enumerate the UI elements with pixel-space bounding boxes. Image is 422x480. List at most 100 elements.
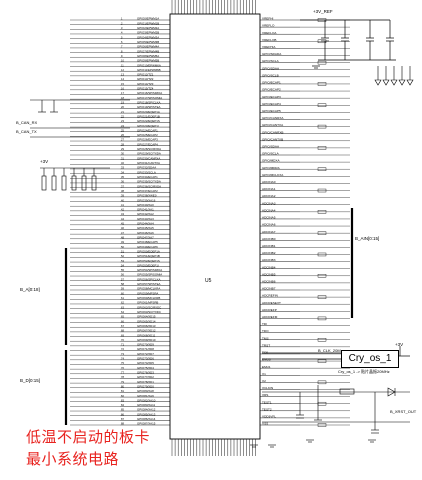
crystal-label: Cry_os_1 <box>341 350 399 368</box>
left-pin-label: GPIO45/XA5 <box>137 226 154 230</box>
left-pin-number: 2 <box>121 21 123 25</box>
series-resistor <box>317 380 327 385</box>
left-pin-label: GPIO85/XA13 <box>137 412 156 416</box>
bottom-pin-group <box>171 439 256 456</box>
left-pin-label: GPIO16/SPISIMOA <box>137 91 162 95</box>
right-pin-label: GPIO/ECAP4 <box>262 102 281 106</box>
left-pin-number: 63 <box>121 305 124 309</box>
right-pin-label: XCLKIN <box>262 386 273 390</box>
left-pin-label: GPIO19/SPISTEA <box>137 105 161 109</box>
left-pin-label: GPIO27/ECAP4 <box>137 142 158 146</box>
right-pin-label: ADCINA0 <box>262 180 276 184</box>
left-pin-label: GPIO62/SCIRXDC <box>137 305 161 309</box>
left-pin-number: 31 <box>121 156 124 160</box>
left-pin-number: 84 <box>121 403 124 407</box>
right-pin-label: GPIO/SCLA <box>262 152 280 156</box>
decoupling-capacitors <box>300 19 396 69</box>
right-pin-label: ADCRESEXT <box>262 301 281 305</box>
right-pin-label: VREFLOB <box>262 38 276 42</box>
left-pin-label: GPIO56/SPICLKA <box>137 277 161 281</box>
right-pin-label: ADCINB3 <box>262 258 276 262</box>
left-pin-label: GPIO84/XA12 <box>137 408 156 412</box>
left-pin-number: 87 <box>121 417 124 421</box>
left-pin-number: 78 <box>121 375 124 379</box>
right-pin-label: GPIO/MCLKXA <box>262 173 284 177</box>
left-pin-label: GPIO74/XD5 <box>137 361 154 365</box>
right-pin-label: GPIO/SDAA <box>262 66 280 70</box>
crystal-oscillator <box>262 346 410 360</box>
left-pin-label: GPIO66/XD13 <box>137 324 156 328</box>
left-pin-number: 47 <box>121 231 124 235</box>
left-pin-number: 40 <box>121 198 124 202</box>
left-pin-number: 64 <box>121 310 124 314</box>
right-pin-label: GPIO/SDAA <box>262 144 280 148</box>
left-pin-label: GPIO5/EPWM3B <box>137 40 159 44</box>
right-pin-label: ADCINB0 <box>262 237 276 241</box>
left-pin-label: GPIO53/EQEP1I <box>137 263 159 267</box>
left-pin-number: 81 <box>121 389 124 393</box>
right-pin-label: EMU1 <box>262 365 271 369</box>
left-pin-number: 85 <box>121 408 124 412</box>
left-pin-number: 50 <box>121 245 124 249</box>
left-pin-number: 18 <box>121 96 124 100</box>
left-pin-label: GPIO4/EPWM3A <box>137 35 159 39</box>
left-pin-label: GPIO60/MCLKRB <box>137 296 160 300</box>
pullup-resistor-array <box>40 167 110 191</box>
can-rx-net-label: B_CAN_RX <box>16 120 37 125</box>
left-pin-number: 33 <box>121 166 124 170</box>
right-pin-label: X2 <box>262 379 266 383</box>
right-pin-label: ADCINA4 <box>262 208 276 212</box>
right-pin-label: ADCINB6 <box>262 279 276 283</box>
data-bus-label: B_D[0:15] <box>20 378 40 383</box>
top-pin-group <box>171 0 256 14</box>
left-pin-number: 41 <box>121 203 124 207</box>
reset-net-label: B_XRST_OUT <box>390 409 417 414</box>
left-pin-number: 42 <box>121 208 124 212</box>
left-pin-number: 74 <box>121 357 124 361</box>
series-resistor <box>317 316 327 321</box>
series-resistor <box>317 252 327 257</box>
right-pin-label: ADCINB1 <box>262 244 276 248</box>
right-pin-label: GPIO/SDADA <box>262 52 282 56</box>
series-resistor <box>317 338 327 342</box>
left-pin-number: 36 <box>121 180 124 184</box>
series-resistor <box>317 82 327 86</box>
left-pin-number: 3 <box>121 26 123 30</box>
left-pin-label: GPIO12/TZ1 <box>137 73 154 77</box>
right-pin-label: TEST1 <box>262 400 272 404</box>
address-bus-label: B_A[0:18] <box>20 287 40 292</box>
left-pin-number: 48 <box>121 235 124 239</box>
left-pin-label: GPIO57/SPISTEA <box>137 282 161 286</box>
left-pin-number: 53 <box>121 259 124 263</box>
left-pin-label: GPIO3/EPWM2B <box>137 31 159 35</box>
left-pin-label: GPIO55/SPISOMIA <box>137 273 162 277</box>
left-pin-label: GPIO50/EQEP1A <box>137 249 160 253</box>
left-pin-number: 88 <box>121 422 124 426</box>
left-pin-label: GPIO22/EQEP1S <box>137 119 160 123</box>
left-pin-number: 23 <box>121 119 124 123</box>
right-pin-label: ADCINB2 <box>262 251 276 255</box>
left-pin-number: 34 <box>121 170 124 174</box>
left-pin-number: 28 <box>121 142 124 146</box>
left-pin-label: GPIO23/EQEP1I <box>137 124 159 128</box>
reset-circuit <box>262 385 410 434</box>
left-pin-label: GPIO49/ECAP6 <box>137 245 158 249</box>
right-pin-label: XRS <box>262 393 268 397</box>
right-pin-label: ADCREFIN <box>262 294 278 298</box>
left-pin-label: GPIO39/XA16 <box>137 198 156 202</box>
left-pin-label: GPIO69/XD10 <box>137 338 156 342</box>
left-pin-number: 4 <box>121 31 123 35</box>
left-pin-number: 32 <box>121 161 124 165</box>
right-pin-label: ADCINA2 <box>262 194 276 198</box>
left-pin-label: GPIO36/SCIRXDA <box>137 184 161 188</box>
series-resistor <box>317 231 327 235</box>
left-pin-label: GPIO46/XA6 <box>137 231 154 235</box>
left-pin-number: 60 <box>121 291 124 295</box>
right-pin-label: VREFLOA <box>262 31 277 35</box>
left-pin-number: 83 <box>121 398 124 402</box>
right-pin-label: GPIO/CANRXA <box>262 116 284 120</box>
right-pin-label: GPIO/CANTXA <box>262 123 284 127</box>
left-pin-number: 13 <box>121 73 124 77</box>
right-pin-label: ADCINA5 <box>262 216 276 220</box>
